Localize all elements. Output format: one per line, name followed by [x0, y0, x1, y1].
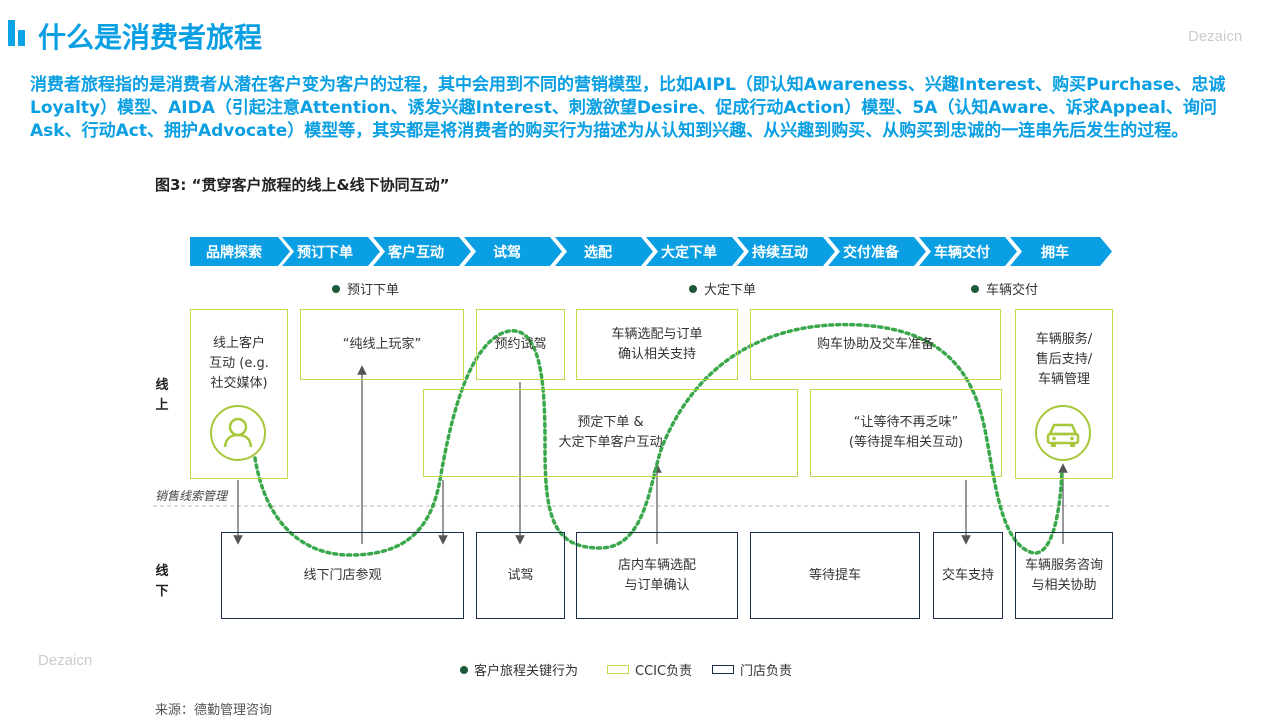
stage-chevron-7: [737, 237, 835, 266]
sales-leads-label: 销售线索管理: [155, 489, 228, 503]
box-no-wait-boredom: “让等待不再乏味” (等待提车相关互动): [810, 389, 1002, 477]
legend-ccic-swatch: [607, 665, 629, 674]
source-note: 来源：德勤管理咨询: [155, 703, 273, 718]
legend-key-behavior: 客户旅程关键行为: [460, 660, 578, 679]
stage-chevron-1: [190, 237, 290, 266]
person-icon: [210, 405, 266, 461]
key-dot: [689, 284, 697, 293]
legend-store: 门店负责: [712, 660, 792, 679]
online-label: 线 上: [155, 378, 169, 413]
stage-customer-interaction: 客户互动: [388, 245, 444, 261]
key-dot: [971, 284, 979, 293]
page-title: 什么是消费者旅程: [38, 21, 263, 54]
interaction-arrows: [233, 365, 1068, 545]
intro-paragraph: 消费者旅程指的是消费者从潜在客户变为客户的过程，其中会用到不同的营销模型，比如A…: [30, 75, 1226, 141]
legend-store-swatch: [712, 665, 734, 674]
stage-chevron-2: [282, 237, 380, 266]
legend-dot: [460, 665, 468, 674]
stage-chevron-9: [919, 237, 1017, 266]
box-pure-online-player: “纯线上玩家”: [300, 309, 464, 380]
box-store-visit: 线下门店参观: [221, 532, 464, 619]
title-accent-bar: [8, 20, 15, 46]
legend-ccic: CCIC负责: [607, 660, 692, 679]
stage-continuous-interaction: 持续互动: [752, 245, 808, 261]
box-wait-pickup: 等待提车: [750, 532, 920, 619]
stage-ownership: 拥车: [1041, 245, 1069, 261]
watermark-bottom: Dezaicn: [38, 652, 93, 669]
stage-chevron-8: [828, 237, 926, 266]
box-store-config-confirm: 店内车辆选配 与订单确认: [576, 532, 738, 619]
box-offline-test-drive: 试驾: [476, 532, 565, 619]
figure-title: 图3: “贯穿客户旅程的线上&线下协同互动”: [155, 176, 450, 194]
key-behavior-final-order: 大定下单: [689, 279, 756, 298]
stage-chevron-3: [373, 237, 471, 266]
box-service-consult: 车辆服务咨询 与相关协助: [1015, 532, 1113, 619]
key-behavior-delivery: 车辆交付: [971, 279, 1038, 298]
box-config-confirm-support: 车辆选配与订单 确认相关支持: [576, 309, 738, 380]
title-accent-bar-short: [18, 30, 25, 46]
stage-vehicle-delivery: 车辆交付: [934, 245, 990, 261]
stage-chevron-6: [646, 237, 744, 266]
stage-chevron-4: [464, 237, 562, 266]
stage-test-drive: 试驾: [493, 245, 521, 261]
box-book-test-drive: 预约试驾: [476, 309, 565, 380]
box-purchase-assist-prep: 购车协助及交车准备: [750, 309, 1001, 380]
journey-path: [253, 322, 1064, 557]
car-icon: [1035, 405, 1091, 461]
stage-configure: 选配: [584, 245, 612, 261]
box-order-interaction: 预定下单 & 大定下单客户互动: [423, 389, 798, 477]
stage-pre-order: 预订下单: [297, 245, 353, 261]
box-delivery-support: 交车支持: [933, 532, 1003, 619]
stage-chevron-10: [1010, 237, 1112, 266]
box-online-customer-interaction: 线上客户 互动 (e.g. 社交媒体): [190, 309, 288, 479]
stage-chevron-bar: [190, 237, 1112, 266]
stage-brand-explore: 品牌探索: [206, 245, 262, 261]
box-after-sales-support: 车辆服务/ 售后支持/ 车辆管理: [1015, 309, 1113, 479]
stage-final-order: 大定下单: [661, 245, 717, 261]
key-dot: [332, 284, 340, 293]
watermark-top: Dezaicn: [1188, 28, 1243, 45]
key-behavior-pre-order: 预订下单: [332, 279, 399, 298]
stage-delivery-prep: 交付准备: [843, 245, 899, 261]
offline-label: 线 下: [155, 564, 169, 599]
stage-chevron-5: [555, 237, 653, 266]
